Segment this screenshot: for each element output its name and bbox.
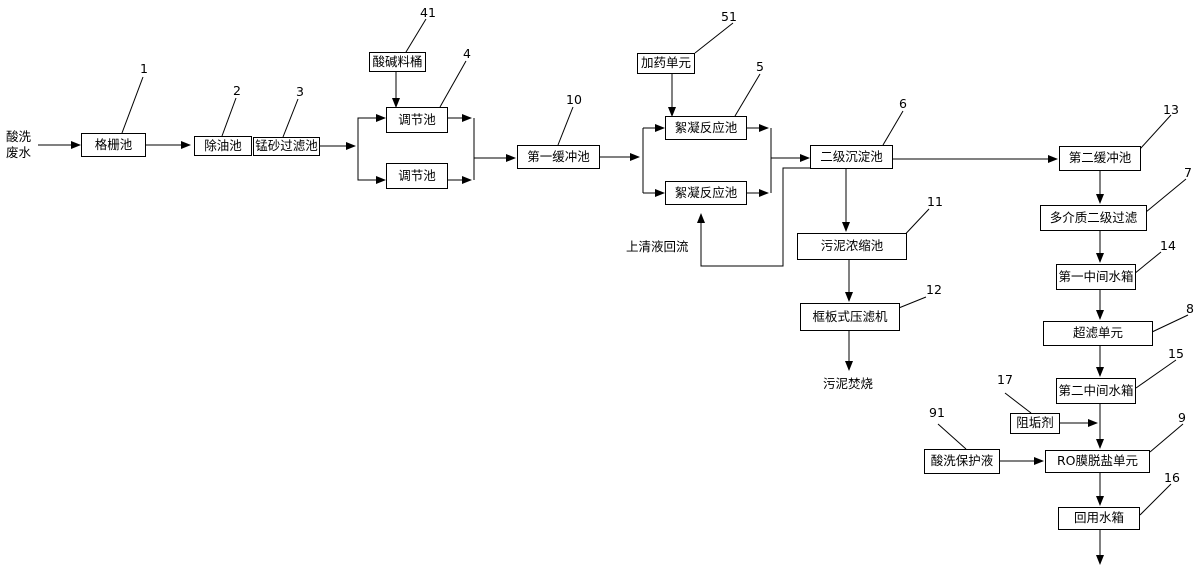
secondary-settling-tank: 二级沉淀池 <box>810 145 893 169</box>
leader-14 <box>1133 251 1162 275</box>
ref-number-8: 8 <box>1186 301 1194 316</box>
ref-number-5: 5 <box>756 59 764 74</box>
manganese-sand-filter: 锰砂过滤池 <box>253 137 320 156</box>
leader-6 <box>882 110 904 146</box>
leader-17 <box>1004 392 1032 414</box>
inlet-label-line1: 酸洗 <box>6 129 32 144</box>
ro-membrane-desalination-unit: RO膜脱盐单元 <box>1045 450 1150 473</box>
first-intermediate-tank: 第一中间水箱 <box>1056 264 1136 290</box>
ref-number-6: 6 <box>899 96 907 111</box>
sludge-incineration-label: 污泥焚烧 <box>823 376 874 391</box>
leader-41 <box>405 18 427 53</box>
split-reg <box>357 117 375 181</box>
ref-number-1: 1 <box>140 61 148 76</box>
ref-number-9: 9 <box>1178 410 1186 425</box>
first-buffer-tank: 第一缓冲池 <box>517 145 600 169</box>
antiscalant: 阻垢剂 <box>1010 413 1060 434</box>
leader-1 <box>121 76 144 134</box>
ref-number-15: 15 <box>1168 346 1184 361</box>
leader-5 <box>734 73 761 117</box>
grid-tank: 格栅池 <box>81 133 146 157</box>
leader-9 <box>1149 423 1184 453</box>
plate-frame-filter-press: 框板式压滤机 <box>800 303 900 331</box>
regulation-tank-1: 调节池 <box>386 107 448 133</box>
ref-number-41: 41 <box>420 5 436 20</box>
leader-13 <box>1139 114 1172 150</box>
leader-15 <box>1135 359 1177 389</box>
ref-number-17: 17 <box>997 372 1013 387</box>
leader-3 <box>282 98 299 138</box>
ref-number-11: 11 <box>927 194 943 209</box>
ref-number-3: 3 <box>296 84 304 99</box>
leader-10 <box>557 106 574 146</box>
second-buffer-tank: 第二缓冲池 <box>1059 146 1141 171</box>
leader-91 <box>937 423 967 450</box>
leader-2 <box>221 97 237 137</box>
ref-number-51: 51 <box>721 9 737 24</box>
leader-4 <box>439 60 467 108</box>
ref-number-13: 13 <box>1163 102 1179 117</box>
ultrafiltration-unit: 超滤单元 <box>1043 321 1153 346</box>
flocculation-tank-2: 絮凝反应池 <box>665 181 747 205</box>
flocculation-tank-1: 絮凝反应池 <box>665 116 747 140</box>
sludge-thickener: 污泥浓缩池 <box>797 233 907 260</box>
reuse-water-tank: 回用水箱 <box>1058 507 1140 530</box>
supernatant-return-label: 上清液回流 <box>626 239 689 254</box>
leader-8 <box>1151 314 1189 333</box>
inlet-label-line2: 废水 <box>6 145 32 160</box>
ref-number-7: 7 <box>1184 165 1192 180</box>
ref-number-2: 2 <box>233 83 241 98</box>
acid-base-bucket: 酸碱料桶 <box>369 52 426 72</box>
leader-51 <box>694 22 734 54</box>
regulation-tank-2: 调节池 <box>386 163 448 189</box>
ref-number-10: 10 <box>566 92 582 107</box>
acid-wash-protection-liquid: 酸洗保护液 <box>924 449 1000 474</box>
dosing-unit: 加药单元 <box>637 53 695 74</box>
leader-7 <box>1145 178 1187 213</box>
second-intermediate-tank: 第二中间水箱 <box>1056 378 1136 404</box>
leader-16 <box>1139 483 1172 516</box>
ref-number-91: 91 <box>929 405 945 420</box>
multimedia-secondary-filter: 多介质二级过滤 <box>1040 205 1147 231</box>
ref-number-4: 4 <box>463 46 471 61</box>
ref-number-14: 14 <box>1160 238 1176 253</box>
ref-number-12: 12 <box>926 282 942 297</box>
oil-removal-tank: 除油池 <box>194 136 252 156</box>
supernatant-return <box>700 167 810 267</box>
ref-number-16: 16 <box>1164 470 1180 485</box>
